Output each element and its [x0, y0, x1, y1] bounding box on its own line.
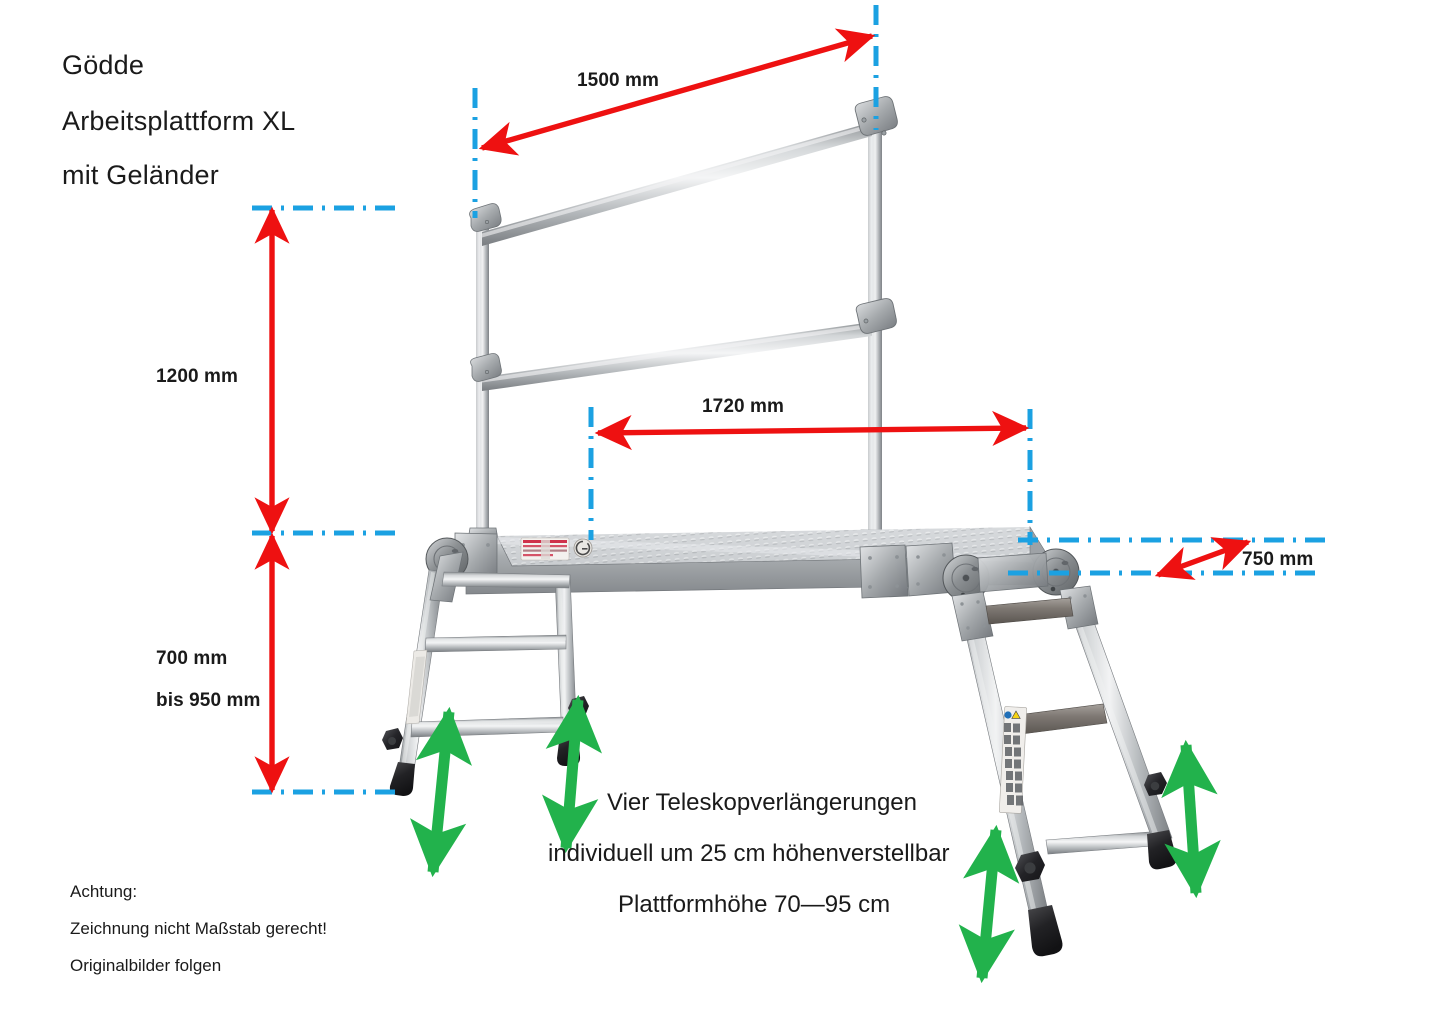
dimension-1500mm-label: 1500 mm [577, 70, 660, 91]
platform-deck [454, 525, 1049, 599]
adjust-arrow-right-outer [1161, 739, 1221, 899]
guardrail-joint-mid-right [855, 298, 897, 334]
feature-note-2: individuell um 25 cm höhenverstellbar [548, 840, 950, 867]
guardrail-mid-rail [482, 322, 872, 391]
adjust-arrow-left-outer [410, 706, 472, 878]
platform-manufacturer-logo [573, 538, 593, 558]
guardrail-joint-top-left [469, 203, 502, 232]
title-line-3: mit Geländer [62, 160, 219, 190]
title-line-2: Arbeitsplattform XL [62, 106, 296, 136]
telescope-knob-left-outer [382, 728, 403, 750]
dimension-700mm-label: 700 mm [156, 648, 228, 669]
dimension-bis-950mm-label: bis 950 mm [156, 690, 261, 711]
extension-lines [252, 5, 1330, 795]
guardrail-joint-mid-left [470, 353, 502, 382]
ladder-label-right [999, 706, 1027, 814]
dimension-1200mm-label: 1200 mm [156, 366, 239, 387]
adjustment-arrows [410, 694, 1221, 984]
telescope-knob-right-outer [1144, 772, 1167, 796]
warning-line-1: Achtung: [70, 882, 138, 901]
warning-line-2: Zeichnung nicht Maßstab gerecht! [70, 919, 328, 938]
arrow-1720mm [594, 410, 1030, 451]
hinge-right-inner [942, 554, 990, 602]
arrow-750mm [1154, 537, 1252, 580]
adjust-arrow-left-inner [542, 694, 602, 854]
platform-warning-sticker [520, 537, 570, 561]
feature-note-1: Vier Teleskopverlängerungen [607, 789, 917, 816]
dimension-1720mm-label: 1720 mm [702, 396, 785, 417]
feature-note-3: Plattformhöhe 70—95 cm [618, 891, 891, 918]
rubber-foot-left-outer [389, 762, 415, 796]
title-line-1: Gödde [62, 50, 145, 80]
adjust-arrow-right-inner [958, 824, 1020, 984]
rubber-foot-right-inner [1028, 905, 1063, 957]
warning-line-3: Originalbilder folgen [70, 956, 222, 975]
arrow-1500mm [478, 28, 876, 156]
telescope-knob-right-inner [1015, 851, 1045, 882]
dimension-750mm-label: 750 mm [1242, 549, 1314, 570]
dimension-arrows [254, 28, 1252, 794]
